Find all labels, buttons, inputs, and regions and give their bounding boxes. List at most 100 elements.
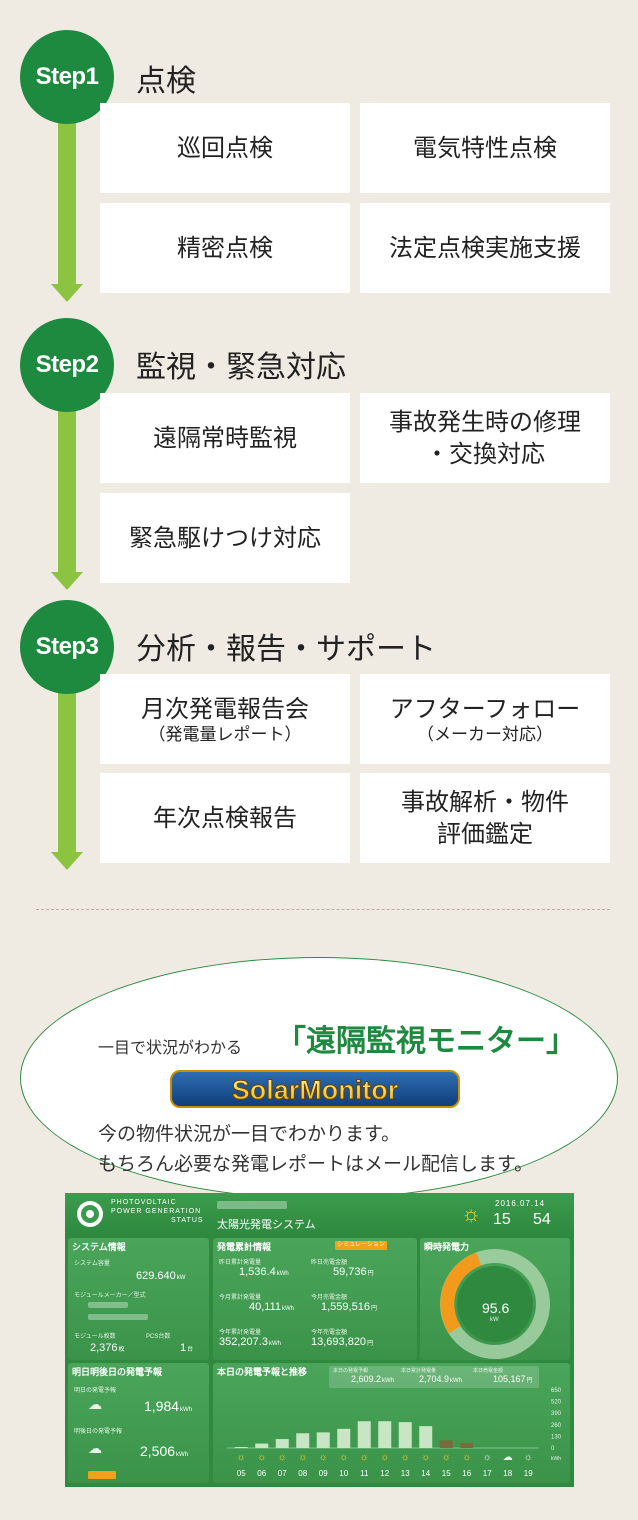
dashboard-screenshot: PHOTOVOLTAIC POWER GENERATION STATUS 太陽光…	[65, 1193, 574, 1487]
chart-bar-09	[316, 1432, 330, 1448]
card-monthly-report: 月次発電報告会（発電量レポート）	[100, 674, 350, 764]
today-forecast-label: 本日の発電予報	[333, 1368, 369, 1374]
chart-xtick-07: 07	[278, 1469, 287, 1478]
chart-y-unit: kWh	[551, 1456, 561, 1462]
solarmonitor-logo-text: SolarMonitor	[232, 1075, 399, 1105]
step3-badge: Step3	[20, 600, 114, 694]
capacity-value: 629.640kW	[136, 1270, 186, 1282]
tomorrow-cloud-icon: ☁	[88, 1396, 102, 1412]
module-count-value: 2,376枚	[90, 1342, 125, 1354]
weather-sun-icon: ☼	[483, 1452, 492, 1463]
site-name-blurred	[217, 1201, 287, 1209]
weather-sun-icon: ☼	[319, 1452, 328, 1463]
forecast-orange-tab[interactable]	[88, 1471, 116, 1479]
chart-xtick-14: 14	[421, 1469, 430, 1478]
chart-bar-05	[234, 1447, 248, 1448]
card-after-follow: アフターフォロー（メーカー対応）	[360, 674, 610, 764]
step2-line	[58, 395, 76, 573]
chart-xtick-11: 11	[360, 1469, 369, 1478]
model-blurred	[88, 1314, 148, 1320]
step2-title: 監視・緊急対応	[136, 350, 346, 385]
time-hour: 15	[493, 1211, 511, 1228]
step1-line	[58, 100, 76, 285]
chart-bar-14	[419, 1426, 433, 1448]
day2-cloud-icon: ☁	[88, 1440, 102, 1456]
step2-arrow-icon	[51, 572, 83, 590]
weather-sun-icon: ☼	[462, 1452, 471, 1463]
year-gen-value: 352,207.3kWh	[219, 1336, 281, 1348]
chart-ytick-260: 260	[551, 1423, 562, 1429]
card-patrol-inspection: 巡回点検	[100, 103, 350, 193]
simulation-badge[interactable]: シミュレーション	[335, 1241, 387, 1250]
solarmonitor-logo: SolarMonitor	[170, 1070, 460, 1108]
yesterday-sales-value: 59,736円	[333, 1266, 374, 1278]
step3-arrow-icon	[51, 852, 83, 870]
time-minute: 54	[533, 1211, 551, 1228]
weather-sun-icon: ☼	[421, 1452, 430, 1463]
chart-bar-10	[337, 1428, 351, 1448]
instant-power-gauge	[440, 1249, 550, 1359]
forecast-panel: 明日明後日の発電予報 明日の発電予報 ☁ 1,984kWh 明後日の発電予報 ☁…	[68, 1363, 209, 1483]
today-bar-chart: ☼05☼06☼07☼08☼09☼10☼11☼12☼13☼14☼15☼16☼17☁…	[227, 1388, 562, 1478]
chart-xtick-18: 18	[503, 1469, 512, 1478]
capacity-label: システム容量	[74, 1261, 110, 1267]
year-sales-value: 13,693,820円	[311, 1336, 374, 1348]
chart-xtick-19: 19	[524, 1469, 533, 1478]
card-remote-monitoring: 遠隔常時監視	[100, 393, 350, 483]
chart-bar-12	[378, 1421, 392, 1448]
yesterday-gen-value: 1,536.4kWh	[239, 1266, 289, 1278]
year-gen-label: 今年累計発電量	[219, 1330, 262, 1336]
chart-xtick-12: 12	[380, 1469, 389, 1478]
card-emergency-response: 緊急駆けつけ対応	[100, 493, 350, 583]
module-count-label: モジュール枚数	[74, 1334, 116, 1340]
month-sales-value: 1,559,516円	[321, 1301, 377, 1313]
monitor-desc-1: 今の物件状況が一目でわかります。	[98, 1123, 401, 1145]
chart-xtick-09: 09	[319, 1469, 328, 1478]
month-gen-value: 40,111kWh	[249, 1301, 295, 1313]
weather-sun-icon: ☼	[298, 1452, 307, 1463]
monitor-desc-2: もちろん必要な発電レポートはメール配信します。	[98, 1153, 534, 1175]
today-sales-value: 105,167円	[493, 1374, 533, 1384]
card-electrical-inspection: 電気特性点検	[360, 103, 610, 193]
card-legal-inspection: 法定点検実施支援	[360, 203, 610, 293]
step3-title: 分析・報告・サポート	[136, 632, 436, 667]
weather-sun-icon: ☼	[401, 1452, 410, 1463]
chart-xtick-15: 15	[442, 1469, 451, 1478]
instant-power-panel: 瞬時発電力 95.6 kW	[420, 1238, 570, 1360]
brand-logo-icon	[77, 1201, 103, 1227]
today-forecast-value: 2,609.2kWh	[351, 1374, 395, 1384]
chart-bar-08	[296, 1433, 310, 1448]
forecast-title: 明日明後日の発電予報	[72, 1367, 163, 1377]
chart-bar-11	[357, 1421, 371, 1448]
maker-blurred	[88, 1302, 128, 1308]
step2-badge: Step2	[20, 318, 114, 412]
step3-line	[58, 675, 76, 853]
weather-sun-icon: ☼	[380, 1452, 389, 1463]
pcs-count-value: 1台	[180, 1342, 194, 1354]
today-chart-panel: 本日の発電予報と推移 本日の発電予報 本日累計発電量 本日売電金額 2,609.…	[213, 1363, 570, 1483]
card-accident-analysis: 事故解析・物件評価鑑定	[360, 773, 610, 863]
chart-ytick-130: 130	[551, 1434, 562, 1440]
today-actual-value: 2,704.9kWh	[419, 1374, 463, 1384]
brand-line3: STATUS	[171, 1217, 204, 1224]
day2-value: 2,506kWh	[140, 1443, 189, 1459]
chart-xtick-10: 10	[339, 1469, 348, 1478]
weather-sun-icon: ☼	[524, 1452, 533, 1463]
chart-bar-16	[460, 1443, 474, 1448]
chart-xtick-16: 16	[462, 1469, 471, 1478]
section-divider	[36, 909, 610, 910]
card-annual-report: 年次点検報告	[100, 773, 350, 863]
weather-sun-icon: ☼	[360, 1452, 369, 1463]
card-accident-repair: 事故発生時の修理・交換対応	[360, 393, 610, 483]
tomorrow-label: 明日の発電予報	[74, 1388, 117, 1394]
day2-label: 明後日の発電予報	[74, 1429, 123, 1435]
weather-sun-icon: ☼	[257, 1452, 266, 1463]
weather-sun-icon: ☼	[339, 1452, 348, 1463]
system-name: 太陽光発電システム	[217, 1219, 316, 1231]
step1-arrow-icon	[51, 284, 83, 302]
chart-xtick-17: 17	[483, 1469, 492, 1478]
step1-badge: Step1	[20, 30, 114, 124]
weather-sun-icon: ☼	[442, 1452, 451, 1463]
system-info-panel: システム情報 システム容量 629.640kW モジュールメーカー／型式 モジュ…	[68, 1238, 209, 1360]
date: 2016.07.14	[495, 1199, 546, 1208]
